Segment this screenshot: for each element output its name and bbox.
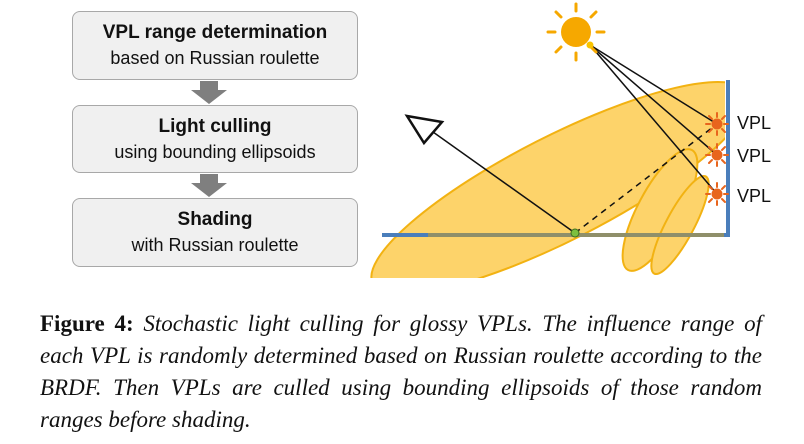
vpl-icon xyxy=(705,143,729,167)
step-subtitle: based on Russian roulette xyxy=(110,48,320,68)
shading-point xyxy=(570,228,580,238)
vpl-label: VPL xyxy=(737,146,772,166)
ellipsoid-small xyxy=(650,174,710,276)
vpl-illustration xyxy=(370,2,730,278)
bounding-ellipsoids xyxy=(370,80,725,278)
step-subtitle: with Russian roulette xyxy=(131,235,299,255)
vpl-icon xyxy=(705,182,729,206)
figure-caption: Figure 4: Stochastic light culling for g… xyxy=(40,308,762,436)
figure-label: Figure 4: xyxy=(40,311,134,336)
step-title: Shading xyxy=(177,209,253,230)
step-title: Light culling xyxy=(158,116,272,137)
sun-icon xyxy=(546,2,606,62)
culled-vpl-path xyxy=(574,123,718,234)
step-title: VPL range determination xyxy=(102,22,328,43)
vpl-label: VPL xyxy=(737,186,772,206)
step-range-determination: VPL range determination based on Russian… xyxy=(72,11,358,80)
step-shading: Shading with Russian roulette xyxy=(72,198,358,267)
step-light-culling: Light culling using bounding ellipsoids xyxy=(72,105,358,173)
view-ray xyxy=(425,126,576,234)
camera-icon xyxy=(404,114,445,146)
ellipsoid-large xyxy=(370,80,725,278)
figure-caption-text: Stochastic light culling for glossy VPLs… xyxy=(40,311,762,432)
step-subtitle: using bounding ellipsoids xyxy=(114,142,316,162)
vpl-icon xyxy=(705,112,729,136)
light-paths xyxy=(589,44,718,195)
vpl-label: VPL xyxy=(737,113,772,133)
